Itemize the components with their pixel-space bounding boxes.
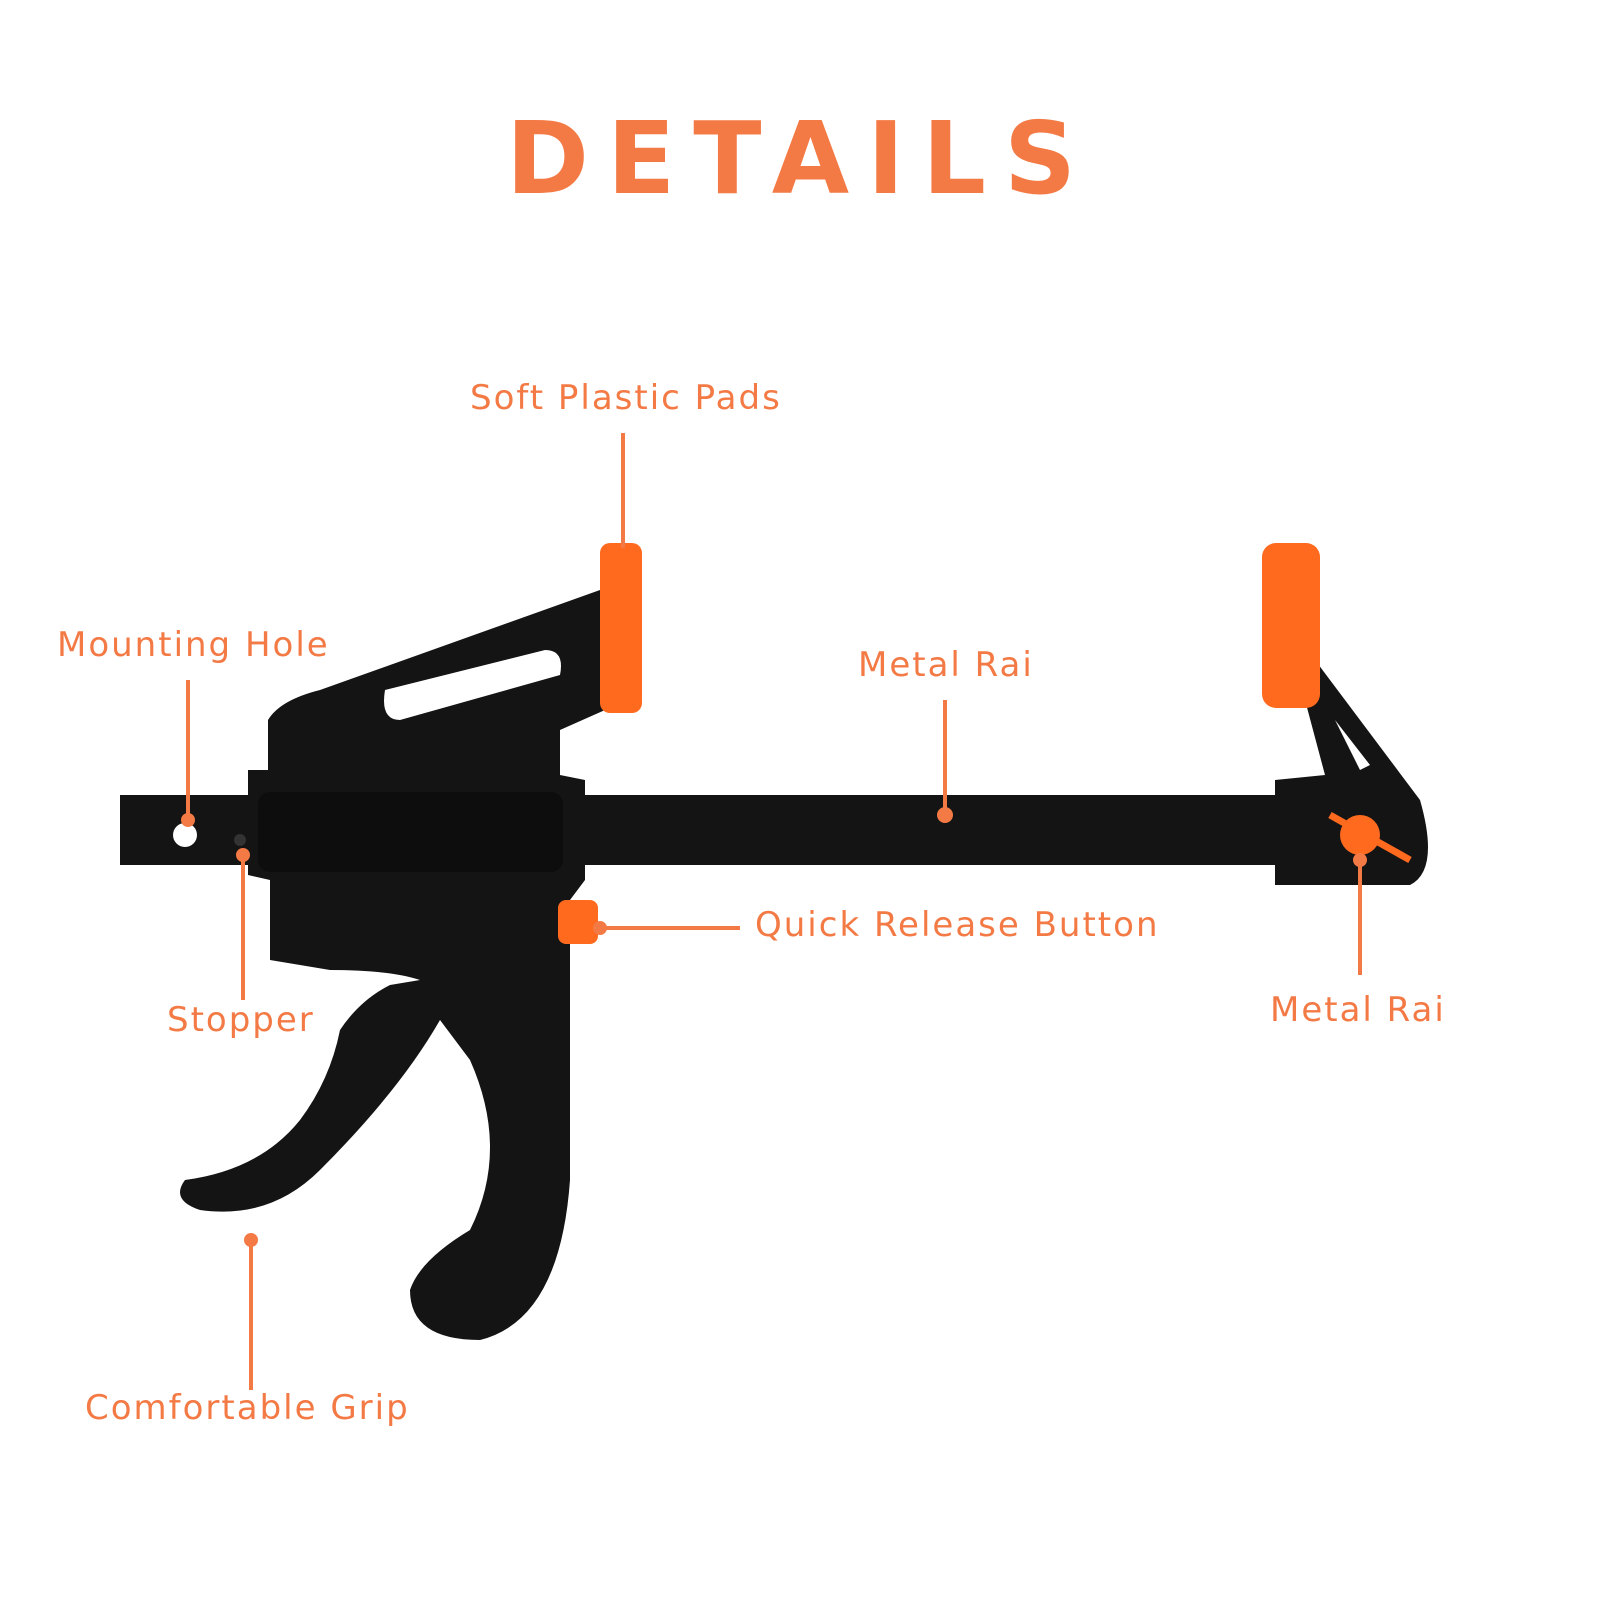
label-stopper: Stopper [167,1000,315,1040]
left-soft-pad [600,543,642,713]
label-metal-rail-right: Metal Rai [1270,990,1446,1030]
mounting-hole [173,823,197,847]
arm-slot [384,650,561,720]
label-mounting-hole: Mounting Hole [57,625,330,665]
label-quick-release-button: Quick Release Button [755,905,1160,945]
clamp-body [180,590,605,1340]
quick-release-button [558,900,598,944]
leader-lines [181,433,1367,1390]
right-jaw-slot [1335,720,1370,770]
rail-knob-wing [1328,811,1412,864]
label-soft-plastic-pads: Soft Plastic Pads [470,378,782,418]
label-comfortable-grip: Comfortable Grip [85,1388,410,1428]
label-metal-rail-top: Metal Rai [858,645,1034,685]
slide-collar [258,792,563,872]
page-title: DETAILS [505,100,1095,217]
right-soft-pad [1262,543,1320,708]
stopper [234,834,246,846]
